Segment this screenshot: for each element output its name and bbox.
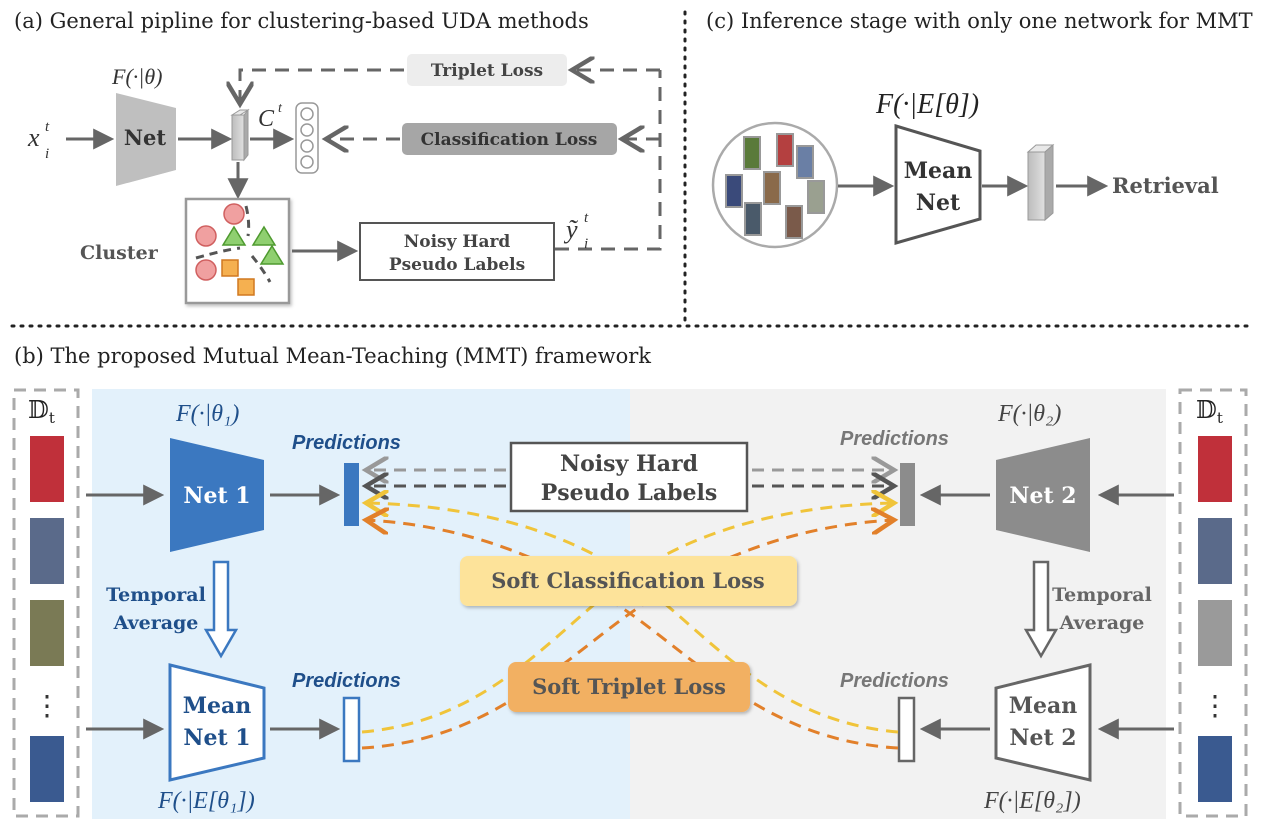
- cluster-triangle: [251, 225, 277, 246]
- cluster-boundary: [195, 246, 241, 260]
- net2-prediction-bar: [900, 463, 915, 526]
- meannet1-predictions-label: Predictions: [292, 670, 401, 692]
- classifier-sup: t: [278, 101, 283, 116]
- temporal-right-line1: Temporal: [1052, 584, 1152, 606]
- feature-bar: [231, 114, 245, 161]
- meannet-shape: [894, 123, 982, 245]
- b-noisy-labels-line1: Noisy Hard: [560, 451, 698, 477]
- temporal-right-line2: Average: [1059, 612, 1145, 634]
- soft-triplet-loss-label: Soft Triplet Loss: [532, 674, 726, 699]
- net1-prediction-bar: [344, 463, 359, 526]
- meannet-formula: F(·|E[θ]): [875, 89, 979, 120]
- b-noisy-labels-line2: Pseudo Labels: [541, 480, 717, 506]
- input-symbol: x: [27, 123, 40, 152]
- c-feature-bar-side: [1044, 143, 1054, 222]
- temporal-left-line1: Temporal: [106, 584, 206, 606]
- meannet1-line1: Mean: [183, 693, 252, 719]
- meannet-line1: Mean: [904, 158, 973, 184]
- cluster-square: [221, 259, 239, 277]
- temporal-arrow-right: [1023, 560, 1059, 659]
- dataset-left-label: 𝔻t: [28, 396, 55, 427]
- noisy-labels-box: [359, 222, 555, 281]
- net2-predictions-label: Predictions: [840, 428, 949, 450]
- dataset-left-frame: [12, 388, 80, 818]
- net1-label: Net 1: [183, 483, 250, 509]
- classifier-symbol: C: [258, 106, 275, 132]
- panel-b-title: (b) The proposed Mutual Mean-Teaching (M…: [14, 344, 651, 368]
- net2-formula: F(·|θ₂): [997, 401, 1061, 427]
- cluster-boundary: [250, 255, 272, 283]
- classifier-box: [295, 102, 319, 174]
- panel-c-title: (c) Inference stage with only one networ…: [706, 9, 1253, 33]
- triplet-loss-box: [407, 54, 567, 86]
- triplet-loss-label: Triplet Loss: [431, 61, 543, 81]
- cluster-label: Cluster: [80, 242, 159, 264]
- net2-label: Net 2: [1009, 483, 1076, 509]
- cluster-triangle: [259, 244, 285, 265]
- cluster-square: [237, 278, 255, 296]
- meannet2-predictions-label: Predictions: [840, 670, 949, 692]
- meannet2-line2: Net 2: [1009, 725, 1076, 751]
- net1-predictions-label: Predictions: [292, 432, 401, 454]
- dashed-arrow-triplet-out: [240, 68, 404, 104]
- meannet2-shape: [994, 663, 1092, 782]
- classifier-node: [300, 123, 314, 137]
- meannet1-line2: Net 1: [183, 725, 250, 751]
- dataset-right-label: 𝔻t: [1196, 396, 1223, 427]
- net2-shape: [996, 438, 1090, 552]
- noisy-labels-line2: Pseudo Labels: [389, 255, 525, 275]
- cluster-circle: [195, 225, 217, 247]
- classifier-node: [300, 107, 314, 121]
- pseudo-label-symbol: ỹ: [563, 215, 579, 244]
- meannet2-prediction-bar: [897, 696, 916, 763]
- classifier-node: [300, 155, 314, 169]
- noisy-labels-line1: Noisy Hard: [404, 232, 511, 252]
- classifier-node: [300, 139, 314, 153]
- gallery-images: [725, 133, 825, 239]
- meannet1-formula: F(·|E[θ₁]): [157, 788, 255, 814]
- dataset-right-frame: [1178, 388, 1248, 818]
- input-sub: i: [45, 146, 49, 162]
- cluster-circle: [223, 203, 245, 225]
- panel-b: (b) The proposed Mutual Mean-Teaching (M…: [12, 344, 1248, 819]
- soft-classification-loss-label: Soft Classification Loss: [491, 568, 764, 593]
- meannet1-shape: [168, 663, 266, 782]
- temporal-arrow-left: [203, 560, 239, 659]
- panel-c: (c) Inference stage with only one networ…: [706, 9, 1253, 249]
- soft-classification-loss-box: [460, 556, 797, 606]
- cluster-circle: [195, 259, 217, 281]
- net1-shape: [170, 438, 264, 552]
- dataset-left-images: [30, 436, 64, 802]
- dataset-right-ellipsis: ⋮: [1201, 689, 1229, 722]
- net-label: Net: [124, 125, 167, 150]
- dataset-left-ellipsis: ⋮: [33, 689, 61, 722]
- dataset-right-images: [1198, 436, 1232, 802]
- net-shape: [116, 93, 176, 186]
- soft-triplet-loss-box: [508, 662, 750, 712]
- cluster-boundary: [244, 205, 251, 237]
- net-formula: F(·|θ): [111, 64, 162, 89]
- cluster-triangle: [221, 225, 247, 246]
- panel-a: (a) General pipline for clustering-based…: [14, 9, 662, 305]
- net1-formula: F(·|θ₁): [175, 401, 239, 427]
- input-sup: t: [45, 119, 50, 135]
- retrieval-label: Retrieval: [1112, 173, 1219, 198]
- classification-loss-label: Classification Loss: [421, 130, 598, 150]
- meannet2-line1: Mean: [1009, 693, 1078, 719]
- c-feature-bar: [1027, 151, 1046, 221]
- temporal-left-line2: Average: [113, 612, 199, 634]
- classification-loss-box: [402, 123, 617, 155]
- meannet2-formula: F(·|E[θ₂]): [983, 788, 1081, 814]
- feature-bar-side: [243, 108, 249, 162]
- pseudo-label-sub: i: [584, 236, 588, 252]
- b-noisy-labels-box: [509, 441, 749, 513]
- pseudo-label-sup: t: [584, 210, 589, 226]
- dashed-feedback-path: [555, 70, 662, 251]
- panel-a-title: (a) General pipline for clustering-based…: [14, 9, 589, 33]
- meannet1-prediction-bar: [342, 696, 361, 763]
- meannet-line2: Net: [916, 190, 961, 216]
